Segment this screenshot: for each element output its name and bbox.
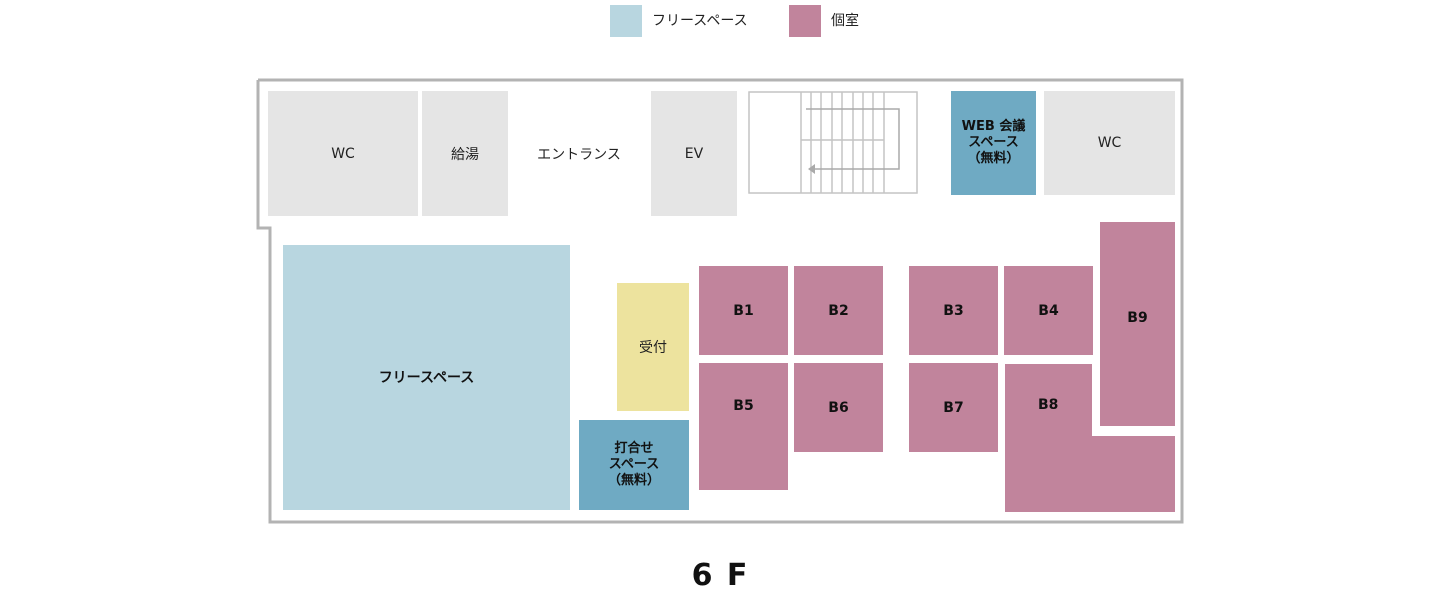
room-entrance-label: エントランス bbox=[537, 146, 621, 163]
room-ev: EV bbox=[651, 91, 737, 216]
room-web-meeting-label-2: スペース bbox=[968, 135, 1019, 150]
room-free-space[interactable]: フリースペース bbox=[283, 245, 570, 510]
room-b3[interactable]: B3 bbox=[909, 266, 998, 355]
room-wc-left: WC bbox=[268, 91, 418, 216]
room-b8-label: B8 bbox=[1038, 397, 1059, 413]
room-wc-left-label: WC bbox=[331, 145, 355, 162]
room-meeting-label-2: スペース bbox=[608, 457, 660, 472]
room-web-meeting-label-1: WEB 会議 bbox=[961, 119, 1026, 134]
room-ev-label: EV bbox=[684, 145, 704, 162]
room-entrance: エントランス bbox=[512, 91, 646, 216]
room-free-space-label: フリースペース bbox=[378, 369, 475, 386]
room-b5[interactable]: B5 bbox=[699, 363, 788, 490]
room-b1[interactable]: B1 bbox=[699, 266, 788, 355]
room-meeting-space[interactable]: 打合せ スペース （無料） bbox=[579, 420, 689, 510]
room-reception-label: 受付 bbox=[639, 340, 667, 356]
room-meeting-label-1: 打合せ bbox=[614, 441, 654, 456]
room-reception: 受付 bbox=[617, 283, 689, 411]
room-b2-label: B2 bbox=[828, 302, 849, 319]
room-b9[interactable]: B9 bbox=[1100, 222, 1175, 426]
room-web-meeting[interactable]: WEB 会議 スペース （無料） bbox=[951, 91, 1036, 195]
room-b4-label: B4 bbox=[1038, 302, 1059, 319]
room-b9-label: B9 bbox=[1127, 310, 1148, 326]
room-b8-extension[interactable] bbox=[1005, 436, 1175, 512]
room-web-meeting-label-3: （無料） bbox=[967, 151, 1020, 166]
building-wall bbox=[256, 78, 1184, 524]
floor-label: 6 F bbox=[691, 558, 750, 593]
legend-swatch-private-room bbox=[789, 5, 821, 37]
room-b5-label: B5 bbox=[733, 398, 754, 414]
legend-label-private-room: 個室 bbox=[831, 13, 859, 29]
room-b2[interactable]: B2 bbox=[794, 266, 883, 355]
room-wc-right-label: WC bbox=[1097, 135, 1122, 151]
room-b1-label: B1 bbox=[733, 302, 754, 319]
room-b7[interactable]: B7 bbox=[909, 363, 998, 452]
room-meeting-label-3: （無料） bbox=[607, 473, 660, 488]
room-b3-label: B3 bbox=[943, 302, 964, 319]
room-kitchen: 給湯 bbox=[422, 91, 508, 216]
room-wc-right: WC bbox=[1044, 91, 1175, 195]
legend-label-free-space: フリースペース bbox=[652, 13, 748, 29]
stairs-icon bbox=[748, 91, 918, 194]
room-b6-label: B6 bbox=[828, 399, 849, 416]
room-b7-label: B7 bbox=[943, 399, 964, 416]
room-b4[interactable]: B4 bbox=[1004, 266, 1093, 355]
room-b6[interactable]: B6 bbox=[794, 363, 883, 452]
room-kitchen-label: 給湯 bbox=[451, 146, 479, 163]
legend-swatch-free-space bbox=[610, 5, 642, 37]
